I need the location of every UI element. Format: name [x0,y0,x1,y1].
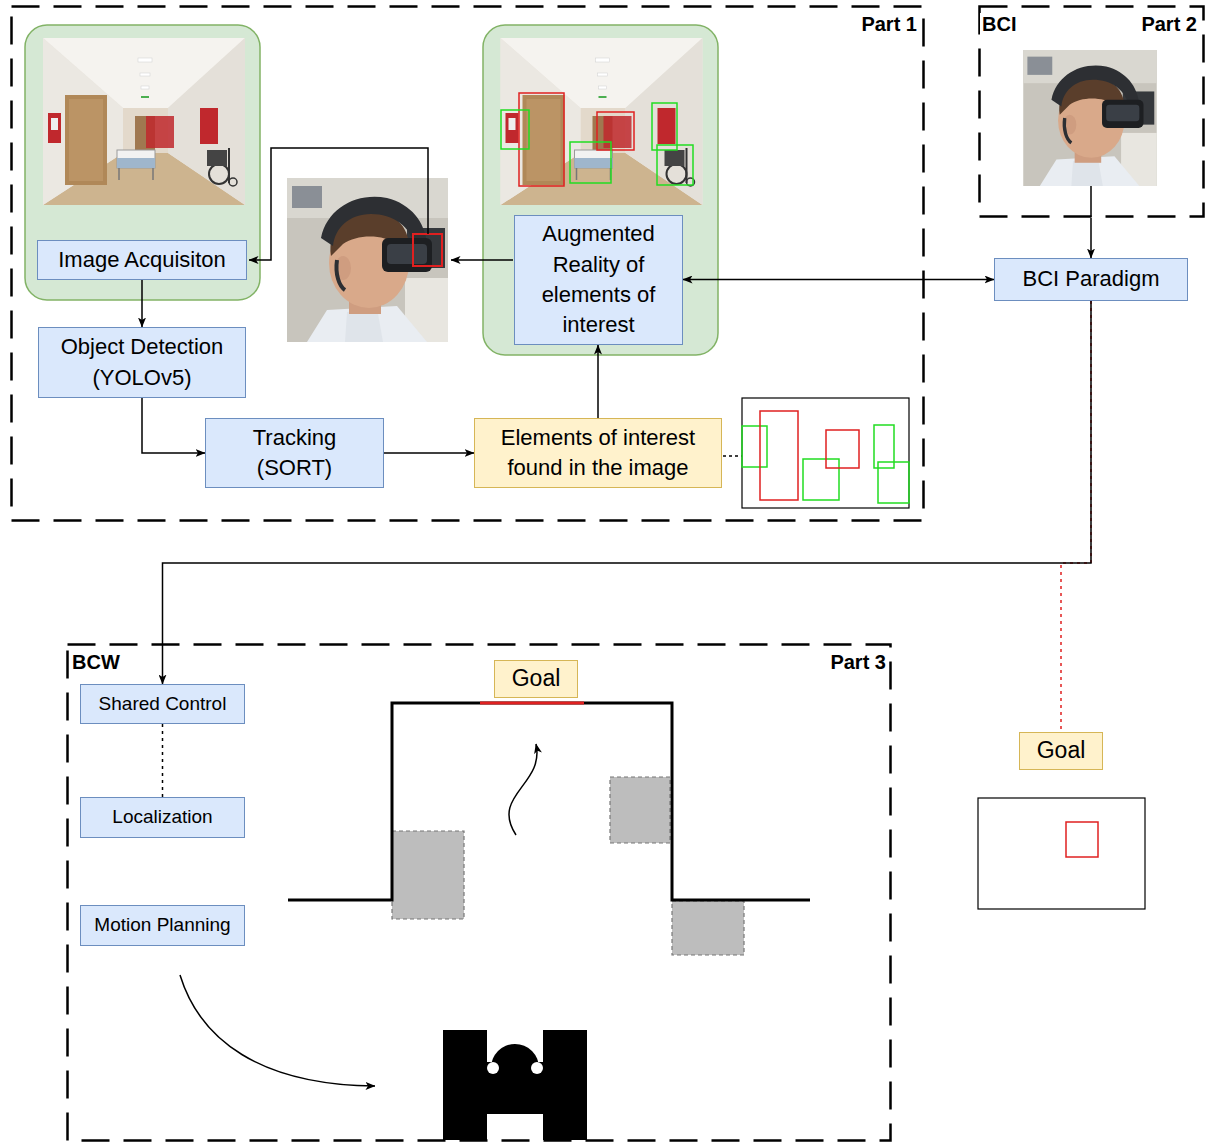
corridor-photo [501,38,703,205]
box-label: BCI Paradigm [1023,264,1160,294]
box-sketch-marks [742,411,909,503]
box-label: Image Acquisiton [58,245,226,275]
panel [483,25,718,355]
part-label: BCW [70,651,122,674]
camera-link [249,148,428,260]
box-label: Elements of interest found in the image [483,423,713,484]
leader-line [723,455,742,457]
connector [141,280,143,327]
user-photo [1023,50,1157,186]
part-label: Part 2 [1139,13,1199,36]
detection-boxes [501,93,693,186]
dashed-border [978,5,1205,218]
process-box: BCI Paradigm [994,258,1188,301]
camera-marker [413,234,442,266]
process-box: Augmented Reality of elements of interes… [514,215,683,345]
note-box: Goal [494,660,578,698]
corridor-photo [43,38,245,205]
wheelchair [443,1030,587,1140]
process-box: Shared Control [80,684,245,724]
note-box: Elements of interest found in the image [474,418,722,488]
part-label: BCI [980,13,1018,36]
process-box: Tracking (SORT) [205,418,384,488]
process-box: Object Detection (YOLOv5) [38,327,246,398]
goal-frame [978,798,1145,909]
connector [683,279,994,281]
goal-marker [1066,822,1098,857]
motion-arrow [180,975,375,1086]
note-box: Goal [1019,732,1103,770]
connector [142,398,205,453]
part-label: Part 3 [828,651,888,674]
connector [1090,218,1092,258]
process-box: Motion Planning [80,905,245,946]
box-label: Goal [1037,735,1086,767]
box-label: Object Detection (YOLOv5) [47,332,237,393]
box-label: Tracking (SORT) [244,423,345,484]
panel [25,25,260,300]
box-label: Motion Planning [94,912,230,938]
part-region: BCI Part 2 [978,5,1205,218]
box-label: Augmented Reality of elements of interes… [519,219,678,340]
part-region: BCW Part 3 Shared ControlLocalizationMotio… [66,643,892,1142]
box-label: Shared Control [99,691,227,717]
photo-link [1090,186,1092,217]
display-link [451,259,513,261]
process-box: Localization [80,797,245,838]
connector [384,452,474,454]
process-box: Image Acquisiton [37,240,247,280]
part-label: Part 1 [859,13,919,36]
map [288,703,810,955]
box-label: Goal [512,663,561,695]
connector [597,345,599,418]
box-sketch [742,398,909,508]
user-photo [287,178,448,342]
box-label: Localization [112,804,212,830]
connector [162,724,164,797]
part-region: Part 1 Image Acquisiton Augmented Reality … [10,5,925,522]
connector [163,301,1092,684]
connector [1061,301,1091,732]
